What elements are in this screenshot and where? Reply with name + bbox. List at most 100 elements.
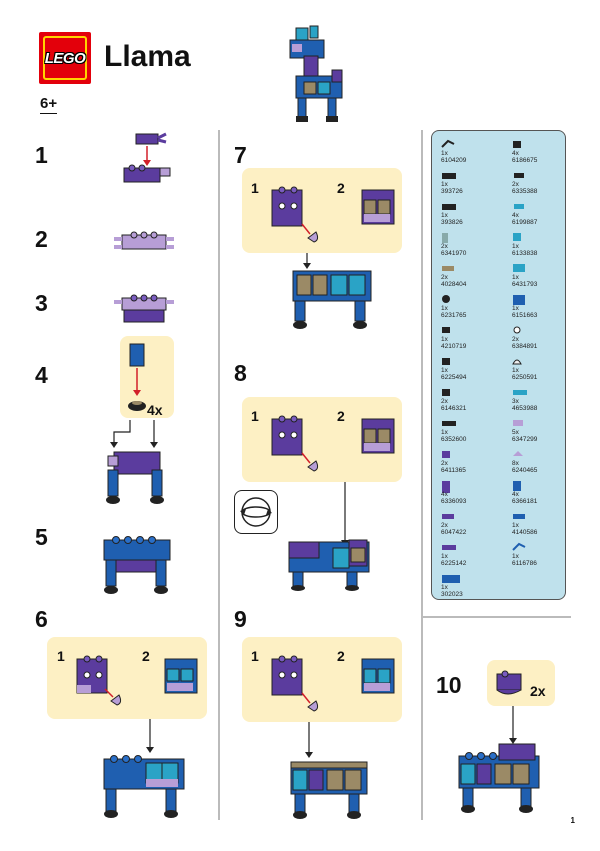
part-id: 6347299 — [512, 436, 538, 443]
part-id: 6186675 — [512, 157, 538, 164]
part-quantity: 1x — [512, 274, 519, 281]
part-quantity: 8x — [512, 460, 519, 467]
step-6-illustration — [103, 719, 185, 818]
set-title: Llama — [104, 40, 191, 73]
part-id: 6431793 — [512, 281, 538, 288]
step-4-multiplier: 4x — [147, 402, 163, 418]
part-quantity: 2x — [512, 181, 519, 188]
part-icon — [441, 263, 505, 273]
part-icon — [512, 449, 576, 459]
part-icon — [441, 325, 505, 335]
part-quantity: 2x — [441, 522, 448, 529]
part-icon — [441, 449, 505, 459]
column-divider-right — [421, 130, 423, 820]
part-icon — [441, 511, 505, 521]
part-quantity: 4x — [512, 491, 519, 498]
part-quantity: 1x — [512, 305, 519, 312]
part-quantity: 1x — [441, 553, 448, 560]
part-icon — [512, 387, 576, 397]
part-id: 4653988 — [512, 405, 538, 412]
part-quantity: 1x — [441, 212, 448, 219]
part-icon — [512, 294, 576, 305]
part-icon — [512, 325, 576, 335]
part-quantity: 1x — [512, 243, 519, 250]
part-icon — [512, 356, 576, 366]
part-id: 6146321 — [441, 405, 467, 412]
part-id: 302023 — [441, 591, 463, 598]
part-id: 6225142 — [441, 560, 467, 567]
part-id: 6151663 — [512, 312, 538, 319]
step-6-substep-1: 1 — [57, 648, 65, 664]
part-id: 6411365 — [441, 467, 466, 474]
part-id: 6240465 — [512, 467, 538, 474]
step-6-subassembly-illustration — [76, 655, 198, 706]
age-rating: 6+ — [40, 95, 58, 114]
step-2-number: 2 — [35, 226, 48, 252]
column-divider-left — [218, 130, 220, 820]
part-icon — [441, 480, 505, 493]
part-id: 6336093 — [441, 498, 467, 505]
step-3-number: 3 — [35, 290, 48, 316]
inventory-divider — [421, 616, 571, 618]
part-icon — [512, 418, 576, 428]
part-quantity: 1x — [512, 553, 519, 560]
lego-logo-text: LEGO — [44, 49, 86, 67]
part-quantity: 2x — [441, 398, 448, 405]
step-10-number: 10 — [436, 672, 462, 698]
step-7-substep-1: 1 — [251, 180, 259, 196]
step-7-illustration — [292, 253, 372, 329]
part-icon — [512, 232, 576, 242]
step-7-subassembly-illustration — [271, 186, 395, 243]
step-3-illustration — [114, 294, 174, 323]
step-4-subassembly-illustration — [128, 343, 146, 411]
part-icon — [512, 511, 576, 521]
part-icon — [512, 263, 576, 273]
part-id: 6133838 — [512, 250, 538, 257]
step-9-illustration — [290, 722, 368, 819]
part-quantity: 2x — [441, 274, 448, 281]
part-icon — [512, 170, 576, 180]
part-id: 6104209 — [441, 157, 467, 164]
part-id: 6116786 — [512, 560, 537, 567]
part-id: 6384891 — [512, 343, 538, 350]
part-icon — [441, 387, 505, 397]
part-id: 4028404 — [441, 281, 467, 288]
step-4-number: 4 — [35, 362, 48, 388]
step-8-subassembly-illustration — [271, 415, 395, 472]
part-icon — [512, 139, 576, 149]
step-8-substep-2: 2 — [337, 408, 345, 424]
part-id: 6047422 — [441, 529, 467, 536]
part-id: 4140586 — [512, 529, 538, 536]
part-icon — [441, 139, 505, 149]
part-quantity: 1x — [441, 150, 448, 157]
part-quantity: 3x — [512, 398, 519, 405]
part-quantity: 5x — [512, 429, 519, 436]
part-id: 6366181 — [512, 498, 538, 505]
step-9-substep-1: 1 — [251, 648, 259, 664]
step-8-substep-1: 1 — [251, 408, 259, 424]
part-quantity: 2x — [441, 460, 448, 467]
part-quantity: 1x — [441, 429, 448, 436]
